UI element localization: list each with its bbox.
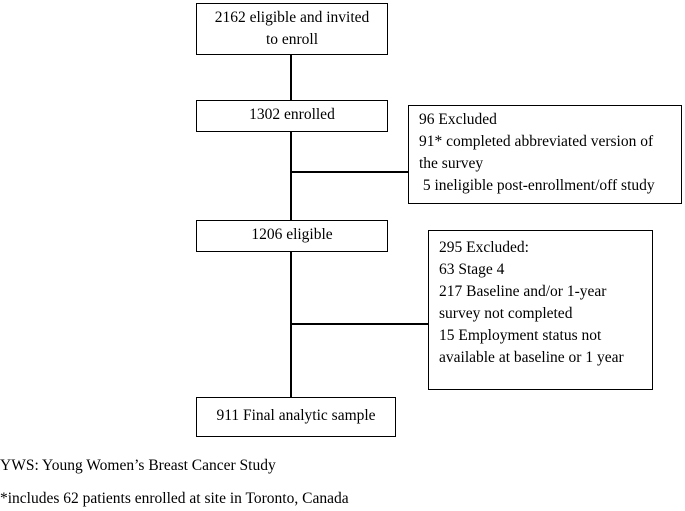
excluded-1-line-3: the survey	[419, 155, 484, 172]
excluded-2-line-2: 63 Stage 4	[439, 261, 505, 278]
connector-invited-to-enrolled	[290, 55, 292, 100]
box-excluded-96: 96 Excluded 91* completed abbreviated ve…	[408, 105, 682, 204]
connector-eligible-to-final	[290, 252, 292, 397]
box-eligible-invited-line-1: 2162 eligible and invited	[214, 9, 370, 26]
box-enrolled: 1302 enrolled	[196, 100, 388, 132]
footnote-asterisk: *includes 62 patients enrolled at site i…	[0, 490, 349, 507]
box-enrolled-label: 1302 enrolled	[249, 106, 335, 123]
excluded-1-line-4: 5 ineligible post-enrollment/off study	[419, 177, 655, 194]
box-eligible-invited-line-2: to enroll	[265, 31, 319, 48]
box-eligible-1206-label: 1206 eligible	[251, 226, 333, 243]
excluded-1-line-2: 91* completed abbreviated version of	[419, 133, 654, 150]
box-eligible-invited: 2162 eligible and invited to enroll	[196, 3, 388, 55]
connector-enrolled-to-eligible	[290, 132, 292, 220]
excluded-2-line-4: survey not completed	[439, 305, 573, 322]
excluded-2-line-1: 295 Excluded:	[439, 239, 529, 256]
box-eligible-1206: 1206 eligible	[196, 220, 388, 252]
excluded-2-line-5: 15 Employment status not	[439, 327, 602, 344]
footnote-yws: YWS: Young Women’s Breast Cancer Study	[0, 457, 276, 474]
excluded-1-line-1: 96 Excluded	[419, 111, 497, 128]
connector-to-excluded-1	[290, 171, 408, 173]
excluded-2-line-6: available at baseline or 1 year	[439, 349, 624, 366]
connector-to-excluded-2	[290, 323, 428, 325]
box-final-analytic-sample: 911 Final analytic sample	[196, 397, 396, 437]
excluded-2-line-3: 217 Baseline and/or 1-year	[439, 283, 607, 300]
box-final-label: 911 Final analytic sample	[216, 407, 376, 424]
box-excluded-295: 295 Excluded: 63 Stage 4 217 Baseline an…	[428, 230, 653, 390]
